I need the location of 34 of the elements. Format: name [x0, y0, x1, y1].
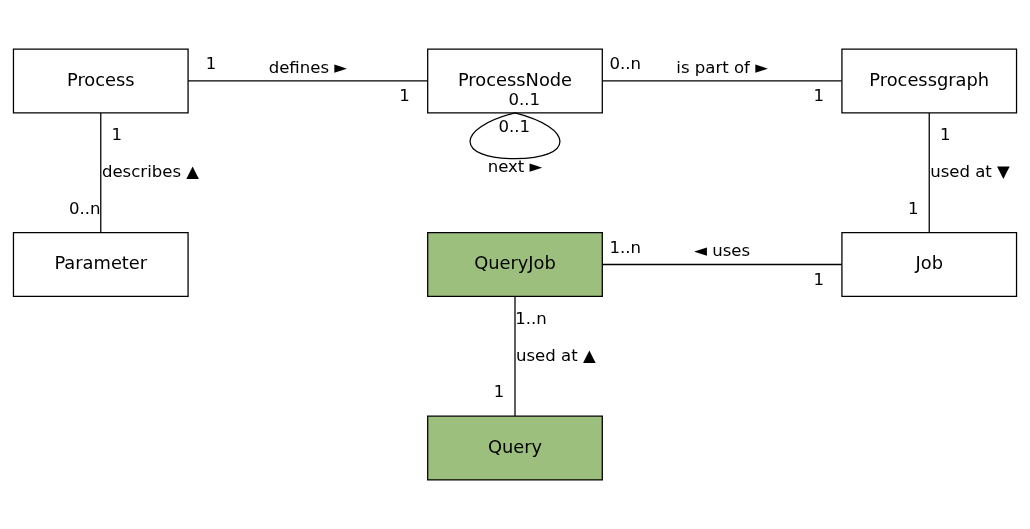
- connector: [100, 112, 102, 233]
- edge-label: used at ▼: [930, 162, 1010, 182]
- label: 1: [813, 86, 824, 106]
- label: 1: [940, 125, 951, 145]
- edge-label: next ►: [487, 156, 543, 176]
- label: 1: [493, 382, 505, 402]
- edge-label: describes ▲: [101, 162, 200, 182]
- node-box: Query: [427, 415, 603, 481]
- node-box: QueryJob: [427, 232, 603, 297]
- label: 1..n: [609, 237, 642, 257]
- edge-label: ◄ uses: [694, 241, 751, 261]
- connector: [601, 263, 843, 266]
- node-box: Job: [841, 232, 1018, 297]
- label: 0..1: [508, 89, 541, 109]
- node-box: Parameter: [12, 232, 189, 297]
- label: 1: [111, 125, 123, 145]
- label: 1..n: [515, 308, 547, 328]
- label: 1: [813, 269, 824, 289]
- node-box: Process: [12, 48, 189, 114]
- connector: [469, 112, 561, 160]
- label: 1: [399, 86, 410, 106]
- connector: [514, 295, 516, 417]
- label: 1: [205, 54, 217, 74]
- edge-label: is part of ►: [676, 57, 768, 77]
- connector: [928, 112, 930, 233]
- connector: [601, 80, 843, 82]
- label: 0..n: [609, 54, 642, 74]
- label: 0..n: [68, 198, 101, 218]
- node-box: Processgraph: [841, 48, 1018, 114]
- label: 0..1: [498, 117, 531, 137]
- connector: [187, 80, 429, 82]
- label: 1: [907, 198, 919, 218]
- edge-label: used at ▲: [515, 345, 596, 365]
- edge-label: defines ►: [268, 57, 348, 77]
